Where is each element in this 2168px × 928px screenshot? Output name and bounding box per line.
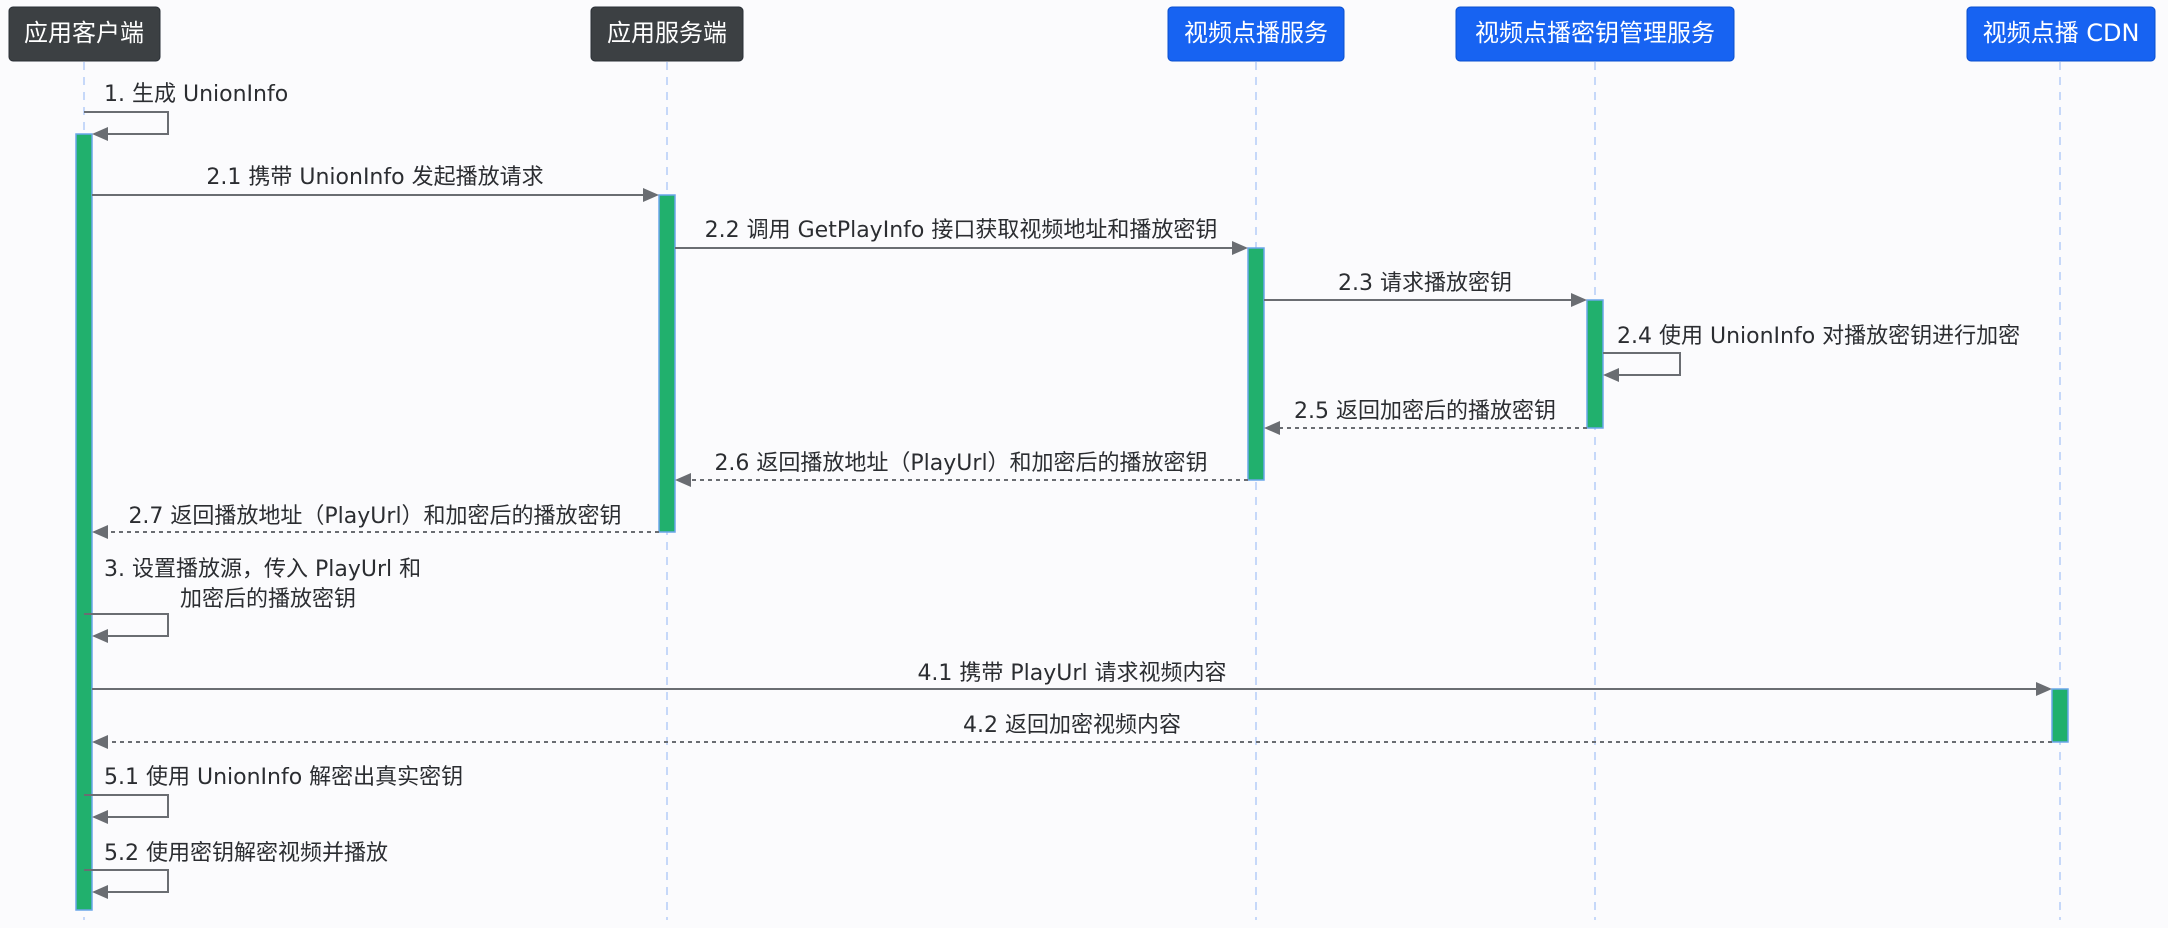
arrow-head-3 — [92, 629, 108, 643]
arrow-head-2-4 — [1603, 368, 1619, 382]
participant-server: 应用服务端 — [590, 6, 744, 62]
message-2-4: 2.4 使用 UnionInfo 对播放密钥进行加密 — [1603, 324, 2020, 382]
arrow-head-2-3 — [1571, 293, 1587, 307]
message-1: 1. 生成 UnionInfo — [84, 82, 288, 141]
message-label-2-3: 2.3 请求播放密钥 — [1338, 271, 1512, 296]
message-4-2: 4.2 返回加密视频内容 — [92, 713, 2052, 749]
participant-box-kms — [1455, 6, 1735, 62]
message-label-2-1: 2.1 携带 UnionInfo 发起播放请求 — [206, 165, 543, 190]
message-label-2-4: 2.4 使用 UnionInfo 对播放密钥进行加密 — [1617, 324, 2020, 349]
message-line-1 — [84, 111, 169, 135]
participant-client: 应用客户端 — [8, 6, 161, 62]
arrow-head-4-2 — [92, 735, 108, 749]
message-5-2: 5.2 使用密钥解密视频并播放 — [84, 841, 388, 899]
message-label-5-1: 5.1 使用 UnionInfo 解密出真实密钥 — [104, 765, 463, 790]
arrow-head-5-2 — [92, 885, 108, 899]
message-line-5-2 — [84, 869, 169, 893]
arrow-head-2-6 — [675, 473, 691, 487]
arrow-head-2-7 — [92, 525, 108, 539]
activation-client — [75, 133, 93, 911]
activation-kms — [1586, 299, 1604, 429]
message-2-2: 2.2 调用 GetPlayInfo 接口获取视频地址和播放密钥 — [675, 218, 1248, 255]
arrow-head-2-1 — [643, 188, 659, 202]
message-label-2-7: 2.7 返回播放地址（PlayUrl）和加密后的播放密钥 — [128, 504, 621, 529]
message-2-7: 2.7 返回播放地址（PlayUrl）和加密后的播放密钥 — [92, 504, 659, 539]
participant-box-server — [590, 6, 744, 62]
arrow-head-5-1 — [92, 810, 108, 824]
participant-label-kms: 视频点播密钥管理服务 — [1475, 19, 1715, 47]
participant-box-client — [8, 6, 161, 62]
participant-label-client: 应用客户端 — [24, 19, 144, 47]
message-label-4-1: 4.1 携带 PlayUrl 请求视频内容 — [917, 661, 1226, 686]
message-label-3-line-2: 加密后的播放密钥 — [180, 587, 356, 612]
arrow-head-2-2 — [1232, 241, 1248, 255]
participant-label-server: 应用服务端 — [607, 19, 727, 47]
message-2-3: 2.3 请求播放密钥 — [1264, 271, 1587, 307]
participant-box-vod — [1167, 6, 1345, 62]
message-label-2-2: 2.2 调用 GetPlayInfo 接口获取视频地址和播放密钥 — [705, 218, 1218, 243]
participant-vod: 视频点播服务 — [1167, 6, 1345, 62]
message-3: 3. 设置播放源，传入 PlayUrl 和 加密后的播放密钥 — [84, 557, 421, 643]
activation-server — [658, 194, 676, 533]
message-5-1: 5.1 使用 UnionInfo 解密出真实密钥 — [84, 765, 463, 824]
arrow-head-2-5 — [1264, 421, 1280, 435]
arrow-head-4-1 — [2036, 682, 2052, 696]
message-line-5-1 — [84, 794, 169, 818]
participant-cdn: 视频点播 CDN — [1966, 6, 2156, 62]
message-label-3-line-1: 3. 设置播放源，传入 PlayUrl 和 — [104, 557, 421, 582]
message-4-1: 4.1 携带 PlayUrl 请求视频内容 — [92, 661, 2052, 696]
participant-kms: 视频点播密钥管理服务 — [1455, 6, 1735, 62]
message-label-2-6: 2.6 返回播放地址（PlayUrl）和加密后的播放密钥 — [714, 451, 1207, 476]
participant-label-cdn: 视频点播 CDN — [1983, 19, 2140, 47]
message-2-6: 2.6 返回播放地址（PlayUrl）和加密后的播放密钥 — [675, 451, 1248, 487]
message-label-1: 1. 生成 UnionInfo — [104, 82, 288, 107]
message-label-2-5: 2.5 返回加密后的播放密钥 — [1294, 399, 1556, 424]
arrow-head-1 — [92, 127, 108, 141]
message-label-5-2: 5.2 使用密钥解密视频并播放 — [104, 841, 388, 866]
message-label-4-2: 4.2 返回加密视频内容 — [963, 713, 1181, 738]
message-2-5: 2.5 返回加密后的播放密钥 — [1264, 399, 1587, 435]
message-line-3 — [84, 613, 169, 637]
activation-vod — [1247, 247, 1265, 481]
participant-label-vod: 视频点播服务 — [1184, 19, 1328, 47]
message-2-1: 2.1 携带 UnionInfo 发起播放请求 — [92, 165, 659, 202]
activation-cdn — [2051, 688, 2069, 743]
message-line-2-4 — [1603, 352, 1681, 376]
participant-box-cdn — [1966, 6, 2156, 62]
